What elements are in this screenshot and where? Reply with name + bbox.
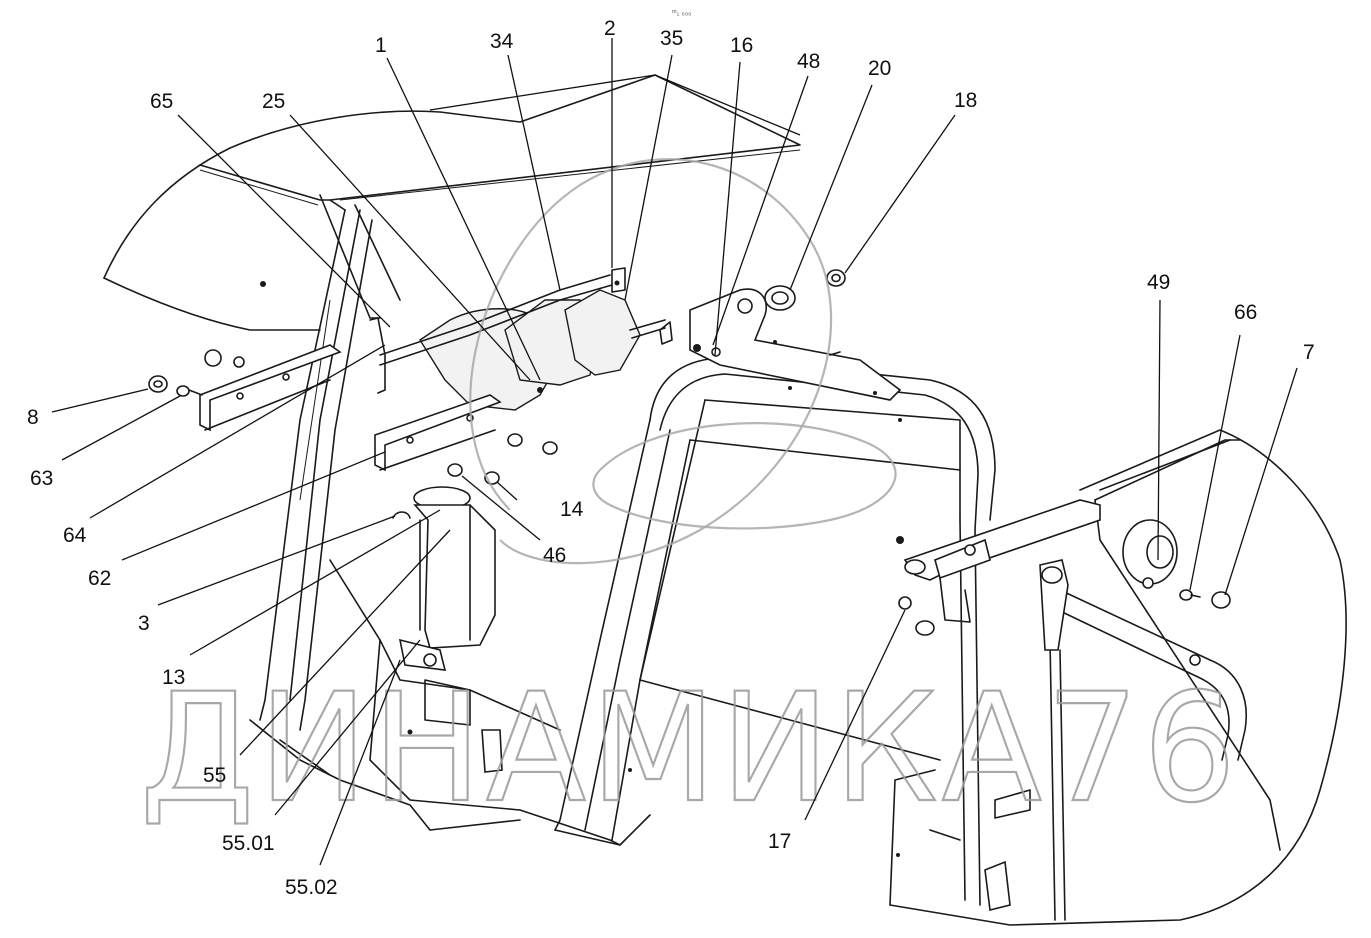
leader-lines <box>51 38 1298 866</box>
callout-34: 34 <box>490 30 514 53</box>
right-hinge-assembly <box>903 499 1101 636</box>
lower-cab-frame <box>329 559 621 846</box>
bracket-upper-left <box>199 344 342 432</box>
nut-14 <box>484 441 558 485</box>
cab-roof-panel <box>103 74 801 331</box>
callout-64: 64 <box>63 524 87 547</box>
callout-16: 16 <box>730 34 753 57</box>
cap-7 <box>1211 591 1231 609</box>
corner-mark: ᵐ₁ ₀₀₀ <box>672 8 691 17</box>
callout-20: 20 <box>868 57 891 80</box>
washer-fluid-tank <box>398 486 496 671</box>
watermark-text: ДИНАМИКА76 <box>140 662 1240 836</box>
clip-3 <box>392 511 411 519</box>
callout-49: 49 <box>1147 271 1170 294</box>
callout-46: 46 <box>543 544 566 567</box>
callout-55-01: 55.01 <box>222 832 275 855</box>
callout-17: 17 <box>768 830 791 853</box>
callout-3: 3 <box>138 612 150 635</box>
callout-48: 48 <box>797 50 820 73</box>
watermark-logo <box>469 158 897 565</box>
left-door-pillar <box>249 209 431 831</box>
callout-55-02: 55.02 <box>285 876 338 899</box>
callout-8: 8 <box>27 406 39 429</box>
door-frame-arch <box>554 357 996 846</box>
seal-ring-18 <box>826 269 846 287</box>
callout-25: 25 <box>262 90 285 113</box>
bolt-66 <box>1179 589 1201 601</box>
callout-14: 14 <box>560 498 584 521</box>
callout-18: 18 <box>954 89 977 112</box>
washer-46 <box>447 433 523 477</box>
seal-ring-20 <box>764 285 796 311</box>
grab-handle <box>1039 559 1247 761</box>
callout-55: 55 <box>203 764 226 787</box>
nut-8 <box>148 375 168 393</box>
grommet-49 <box>1122 519 1178 589</box>
callout-62: 62 <box>88 567 111 590</box>
washer-top-left <box>204 349 245 368</box>
callout-63: 63 <box>30 467 53 490</box>
bolt-63 <box>176 385 203 397</box>
bracket-lower-left <box>374 394 502 472</box>
callout-7: 7 <box>1303 341 1315 364</box>
callout-13: 13 <box>162 666 185 689</box>
nut-17 <box>898 596 912 610</box>
callout-35: 35 <box>660 27 683 50</box>
callout-2: 2 <box>604 17 616 40</box>
callout-65: 65 <box>150 90 173 113</box>
wiper-arm-64 <box>369 317 386 394</box>
callout-66: 66 <box>1234 301 1257 324</box>
hinge-plate-top <box>659 288 902 401</box>
callout-1: 1 <box>375 34 387 57</box>
wiper-motor-assembly <box>379 267 666 411</box>
callout-labels: ᵐ₁ ₀₀₀ 1 34 2 35 16 48 20 18 65 25 8 63 … <box>27 8 1315 899</box>
